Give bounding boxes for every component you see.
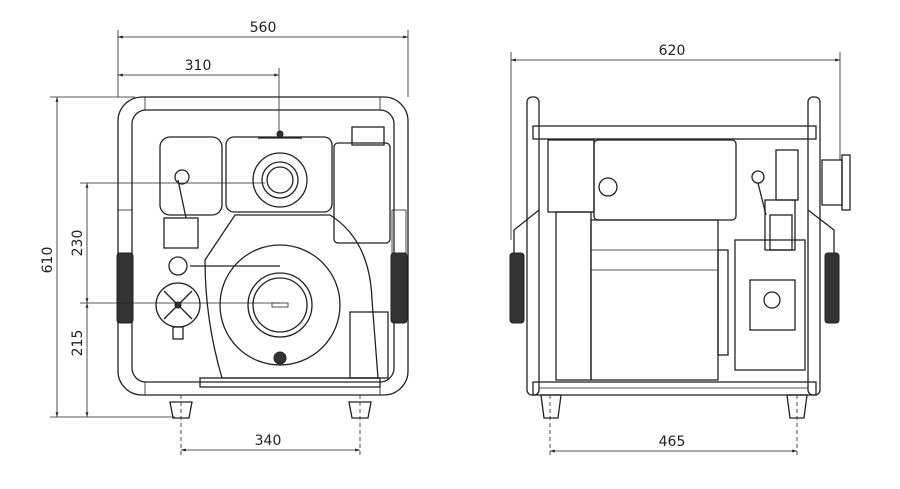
side-view: 620 465	[509, 43, 851, 458]
dim-front-feet-spacing: 340	[255, 433, 282, 449]
dim-lower-height: 215	[70, 330, 86, 357]
front-handles	[116, 209, 408, 324]
recoil-starter	[252, 130, 308, 208]
dim-overall-width: 560	[250, 20, 277, 36]
engine-body	[159, 126, 391, 379]
side-engine	[547, 139, 737, 381]
dim-overall-height: 610	[40, 247, 56, 274]
dim-outlet-offset: 310	[185, 58, 212, 74]
pump-volute	[219, 244, 341, 366]
side-frame	[526, 96, 821, 396]
side-feet	[540, 394, 808, 419]
dim-overall-depth: 620	[659, 43, 686, 59]
dim-side-feet-spacing: 465	[659, 434, 686, 450]
dim-upper-height: 230	[70, 230, 86, 257]
side-pump	[734, 149, 851, 371]
front-view: 560 310 610 230 215 340	[40, 20, 409, 456]
primer-assembly	[155, 169, 280, 340]
front-feet	[169, 401, 372, 419]
side-handles	[509, 209, 840, 324]
front-dimension-lines	[50, 30, 409, 456]
side-dimension-lines	[510, 52, 841, 458]
